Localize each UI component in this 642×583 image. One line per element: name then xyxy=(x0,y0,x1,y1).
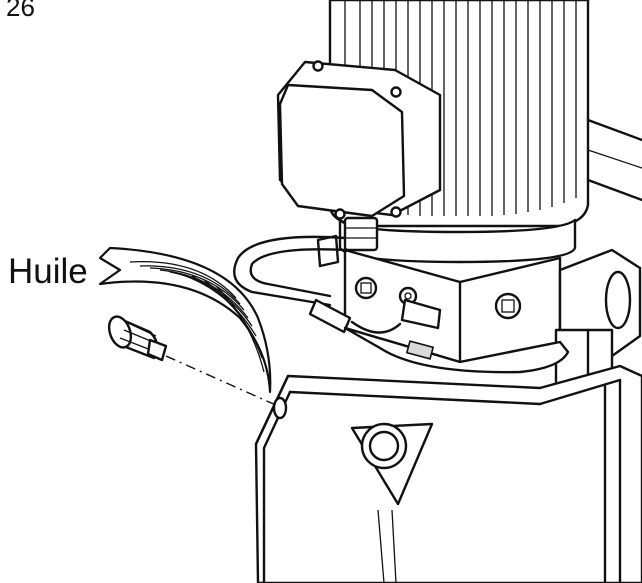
junction-box xyxy=(276,60,442,268)
valve-block xyxy=(308,248,642,394)
page-number: 26 xyxy=(6,0,35,22)
tank xyxy=(254,364,642,583)
return-pipe xyxy=(233,235,347,307)
filler-cap-icon xyxy=(107,315,168,362)
oil-fill-arrow-icon xyxy=(98,246,272,394)
oil-callout-label: Huile xyxy=(8,252,88,291)
